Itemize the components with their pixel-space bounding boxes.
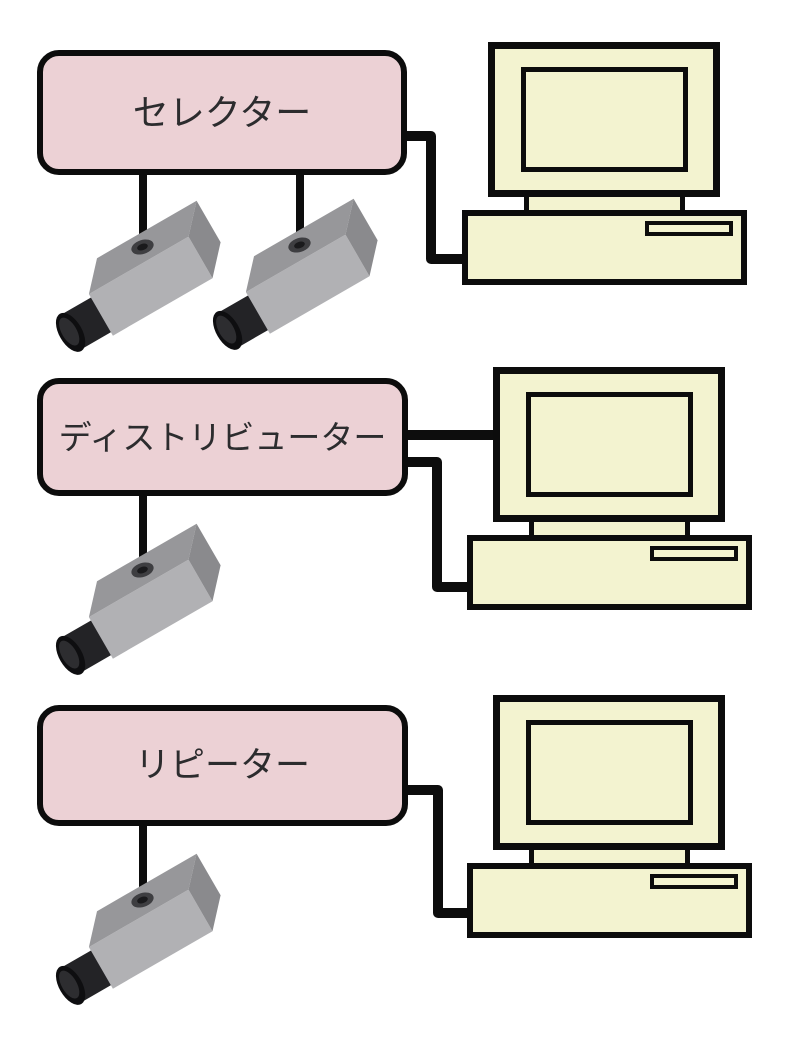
wire-distributor-base <box>401 457 472 592</box>
wire-selector-computer <box>401 131 467 264</box>
device-box-distributor: ディストリビューター <box>37 378 408 496</box>
camera-icon <box>50 853 221 1007</box>
device-box-repeater: リピーター <box>37 705 408 826</box>
device-box-selector: セレクター <box>37 50 407 175</box>
device-label-repeater: リピーター <box>134 746 310 785</box>
camera-icon <box>50 523 221 677</box>
computer-icon <box>467 695 757 940</box>
camera-icon <box>50 200 221 354</box>
device-label-selector: セレクター <box>132 91 312 133</box>
wire-repeater-computer <box>401 785 472 918</box>
computer-icon <box>462 42 752 287</box>
computer-icon <box>467 367 757 612</box>
device-label-distributor: ディストリビューター <box>58 418 387 456</box>
camera-icon <box>207 198 378 352</box>
